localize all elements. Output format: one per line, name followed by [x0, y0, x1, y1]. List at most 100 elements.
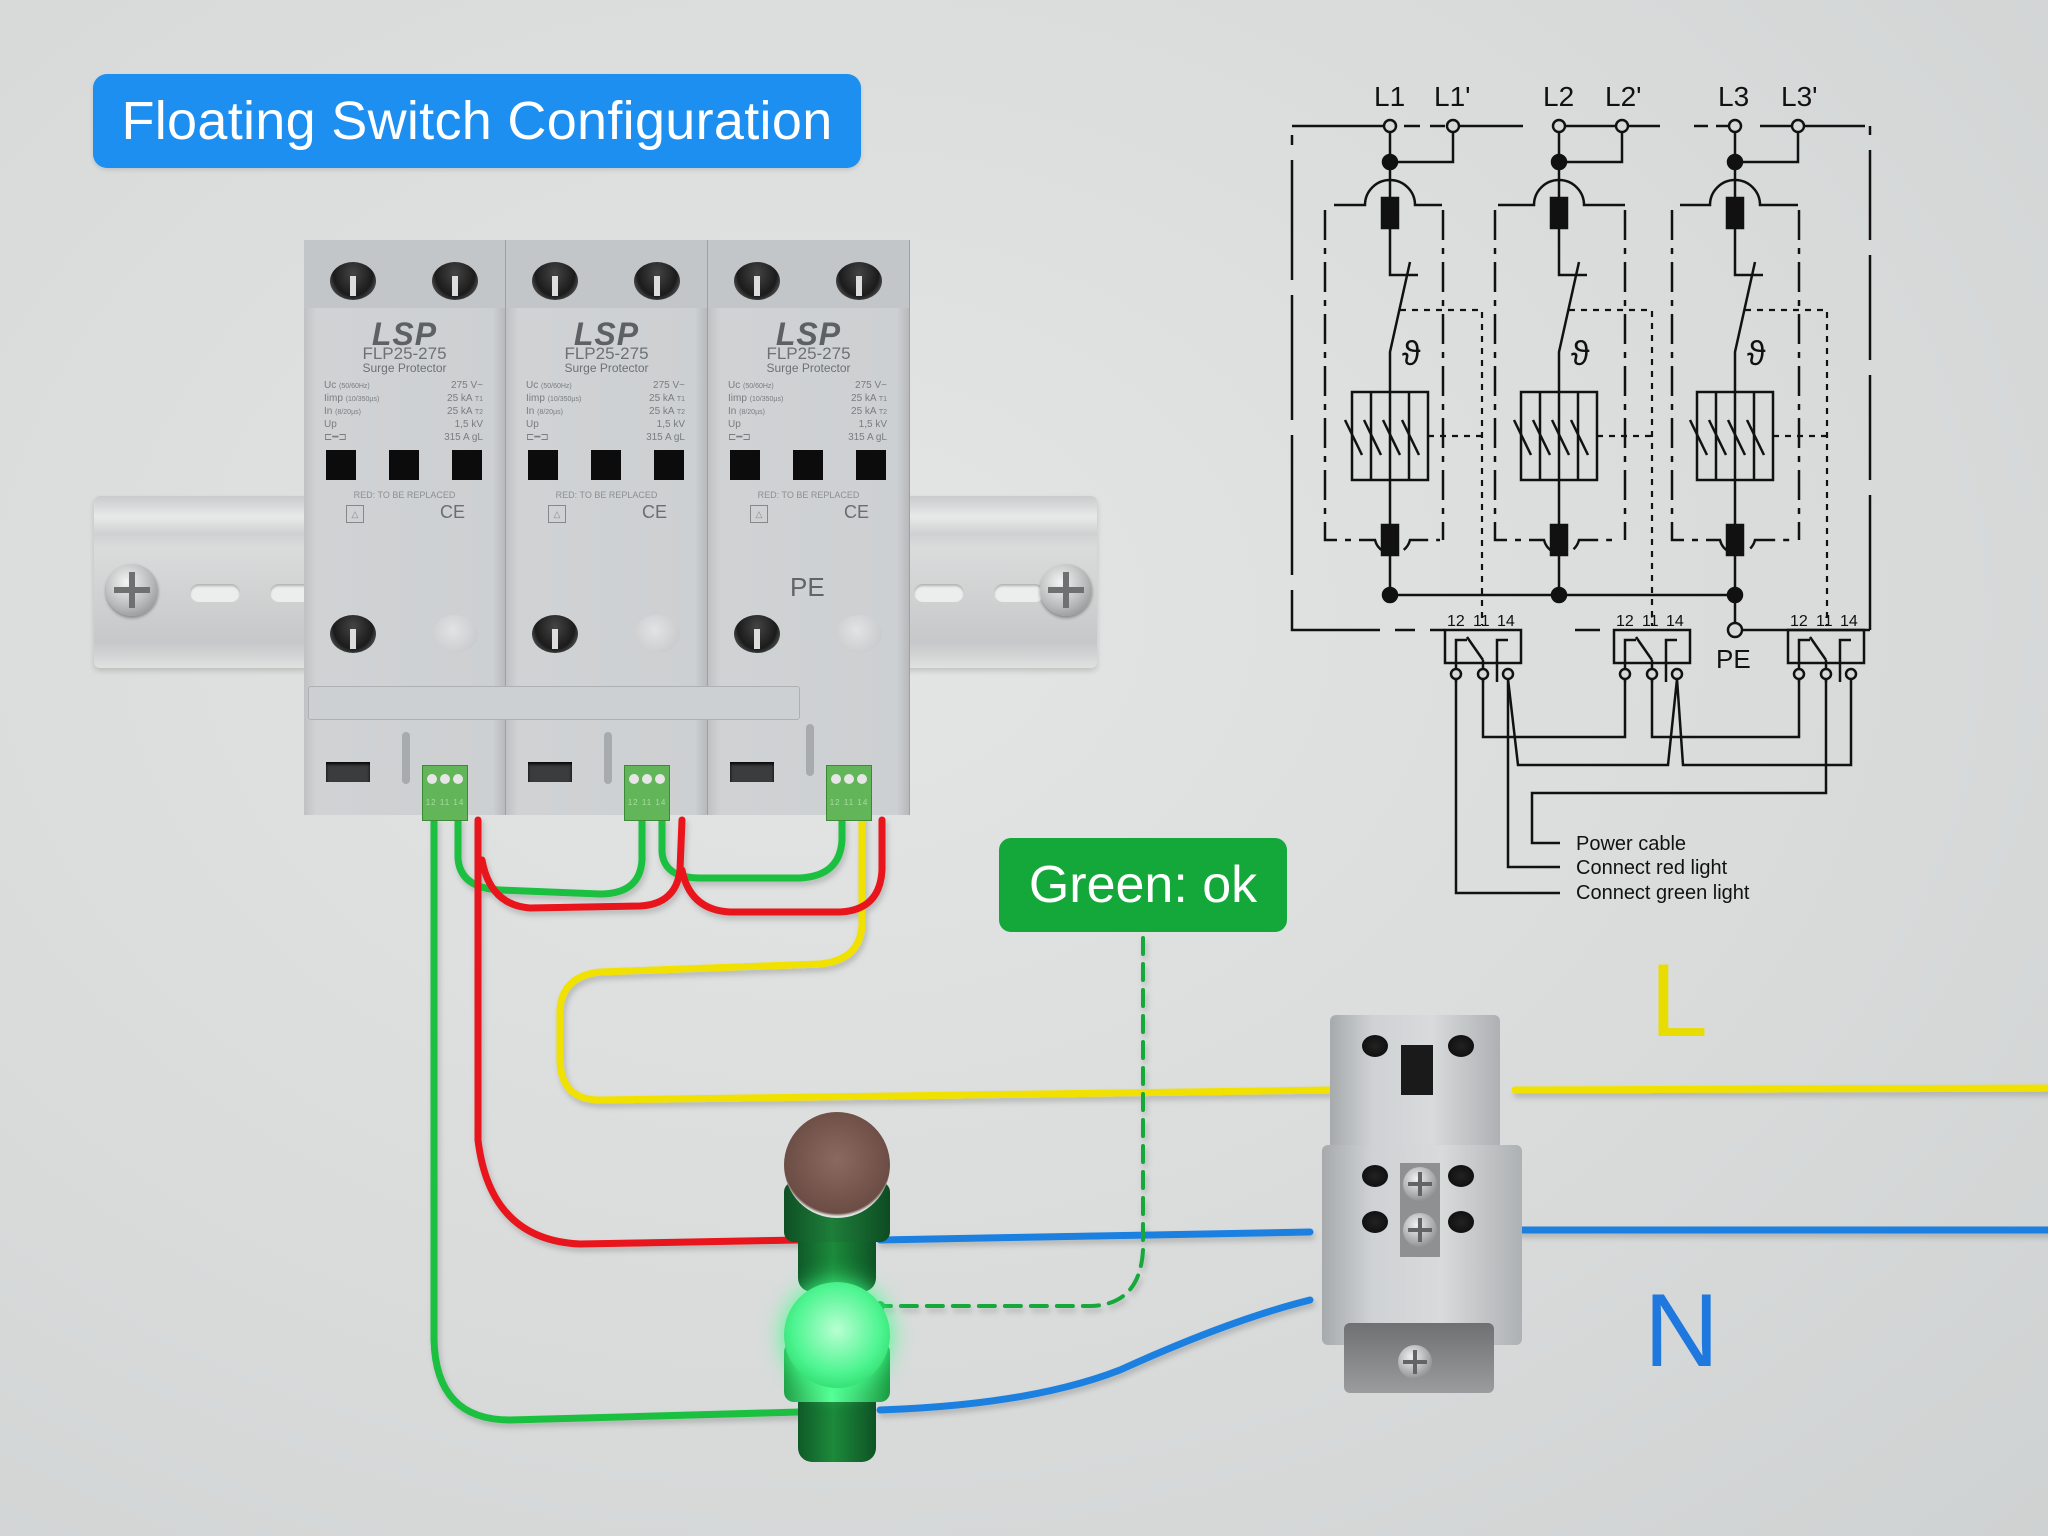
terminal-screw-hole: [634, 262, 680, 300]
wire-green-bridge-2: [658, 816, 846, 882]
wire-green-lamp: [430, 816, 804, 1424]
rail-slot: [190, 584, 240, 602]
contact-12-c: 12: [1790, 613, 1808, 630]
green-pilot-lamp: [784, 1282, 890, 1462]
contact-11-c: 11: [1816, 613, 1833, 630]
module-window: [326, 762, 370, 782]
contact-14-b: 14: [1666, 613, 1684, 630]
spec-row: Uc (50/60Hz)275 V~: [728, 380, 887, 391]
product-subtitle: Surge Protector: [766, 361, 851, 375]
status-indicator-window: [452, 450, 482, 480]
spd-module-2: LSP FLP25-275 Surge Protector Uc (50/60H…: [506, 240, 708, 815]
rail-slot: [914, 584, 964, 602]
product-subtitle: Surge Protector: [564, 361, 649, 375]
terminal-label-L2-prime: L2': [1605, 81, 1642, 112]
contact-12-b: 12: [1616, 613, 1634, 630]
release-latch[interactable]: [604, 732, 612, 784]
blind-plug: [432, 615, 478, 653]
release-latch[interactable]: [402, 732, 410, 784]
wire-red-bridge-1: [478, 816, 686, 912]
release-latch[interactable]: [806, 724, 814, 776]
remote-signal-terminal-2[interactable]: 12 11 14: [624, 765, 670, 821]
module-window: [528, 762, 572, 782]
terminal-screw-hole: [532, 262, 578, 300]
fuse-icon: ⊏━⊐: [324, 432, 347, 443]
wire-entry: [1362, 1211, 1388, 1233]
status-indicator-window: [326, 450, 356, 480]
warning-icon: △: [750, 505, 768, 523]
replace-note: RED: TO BE REPLACED: [555, 490, 658, 500]
schematic-labels: L1 L1' L2 L2' L3 L3' ϑ ϑ ϑ 12 11 14 12 1…: [1374, 81, 1858, 904]
spd-module-1: LSP FLP25-275 Surge Protector Uc (50/60H…: [304, 240, 506, 815]
thermal-symbol-1: ϑ: [1402, 335, 1421, 373]
wire-live-yellow: [556, 811, 1334, 1104]
wire-neutral-to-red-lamp: [876, 1228, 1314, 1244]
spec-row: Uc (50/60Hz)275 V~: [324, 380, 483, 391]
replace-note: RED: TO BE REPLACED: [757, 490, 860, 500]
status-indicator-window: [793, 450, 823, 480]
spec-row: In (8/20µs)25 kA T2: [728, 406, 887, 417]
remote-signal-terminal-3[interactable]: 12 11 14: [826, 765, 872, 821]
aux-contact-2: [1612, 628, 1692, 682]
wire-entry: [1362, 1165, 1388, 1187]
terminal-screw-hole: [330, 262, 376, 300]
contact-11-b: 11: [1642, 613, 1659, 630]
wire-neutral-to-green-lamp: [876, 1296, 1314, 1414]
spec-row: Iimp (10/350µs)25 kA T1: [728, 393, 887, 404]
fuse-icon: ⊏━⊐: [526, 432, 549, 443]
pe-terminal-label: PE: [1716, 644, 1751, 674]
aux-contact-1: [1443, 628, 1523, 682]
spec-row: ⊏━⊐315 A gL: [324, 432, 483, 443]
clamp-screw[interactable]: [1403, 1167, 1437, 1201]
terminal-label-L3-prime: L3': [1781, 81, 1818, 112]
terminal-screw-hole: [734, 262, 780, 300]
ce-mark: CE: [439, 502, 465, 522]
red-lamp-lens: [784, 1112, 890, 1218]
warning-icon: △: [346, 505, 364, 523]
wire-entry: [1362, 1035, 1388, 1057]
status-indicator-window: [856, 450, 886, 480]
clamp-screw[interactable]: [1403, 1213, 1437, 1247]
thermal-symbol-3: ϑ: [1747, 335, 1766, 373]
terminal-screw-hole: [330, 615, 376, 653]
live-line-label: L: [1650, 943, 1708, 1059]
spec-row: ⊏━⊐315 A gL: [728, 432, 887, 443]
status-indicator-window: [528, 450, 558, 480]
terminal-label-L3: L3: [1718, 81, 1749, 112]
schematic-phase-3: [1670, 118, 1870, 639]
contact-11-a: 11: [1473, 613, 1490, 630]
brand-logo: LSP: [573, 316, 640, 352]
callout-leader: [878, 936, 1145, 1308]
terminal-label-L1: L1: [1374, 81, 1405, 112]
spec-row: ⊏━⊐315 A gL: [526, 432, 685, 443]
rail-screw-right: [1040, 564, 1092, 616]
wire-red-lamp: [474, 816, 804, 1248]
contact-14-c: 14: [1840, 613, 1858, 630]
pe-label: PE: [790, 572, 825, 602]
product-subtitle: Surge Protector: [362, 361, 447, 375]
page-title: Floating Switch Configuration: [93, 74, 861, 168]
wire-entry: [1448, 1211, 1474, 1233]
model-number: FLP25-275: [362, 344, 447, 363]
rail-slot: [994, 584, 1044, 602]
ce-mark: CE: [641, 502, 667, 522]
spd-module-3: LSP FLP25-275 Surge Protector Uc (50/60H…: [708, 240, 910, 815]
terminal-screw-hole: [532, 615, 578, 653]
terminal-block-junction: [1310, 1015, 1530, 1395]
rail-screw-left: [106, 564, 158, 616]
status-indicator-window: [591, 450, 621, 480]
status-indicator-window: [389, 450, 419, 480]
spec-row: Iimp (10/350µs)25 kA T1: [324, 393, 483, 404]
legend-green-light: Connect green light: [1576, 882, 1750, 904]
terminal-screw-hole: [734, 615, 780, 653]
terminal-label-L1-prime: L1': [1434, 81, 1471, 112]
mounting-screw[interactable]: [1398, 1345, 1432, 1379]
status-indicator-window: [654, 450, 684, 480]
remote-signal-terminal-1[interactable]: 12 11 14: [422, 765, 468, 821]
blind-plug: [634, 615, 680, 653]
terminal-slot: [1401, 1045, 1433, 1095]
neutral-line-label: N: [1644, 1273, 1720, 1389]
